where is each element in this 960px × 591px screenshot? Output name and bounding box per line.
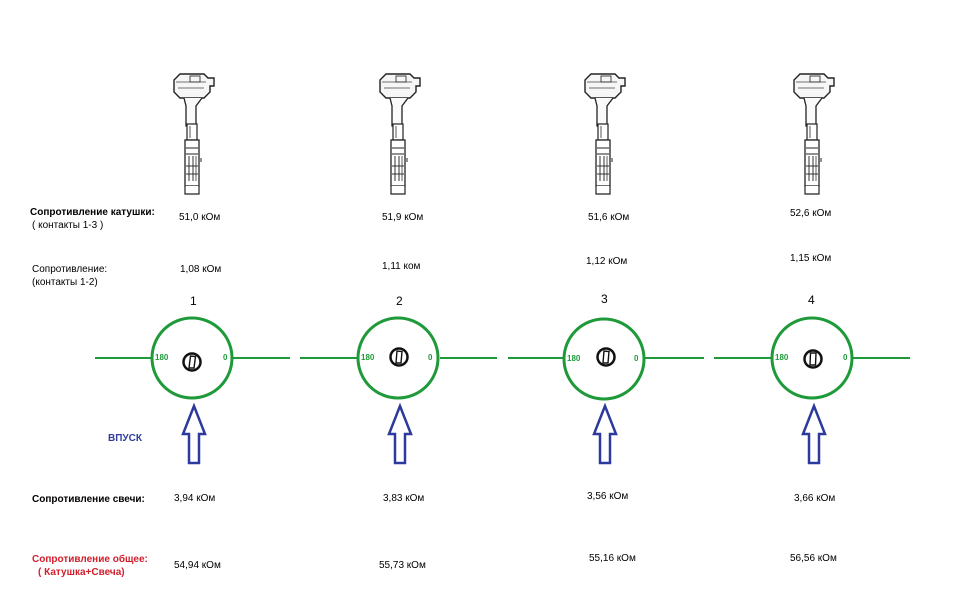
plug-value: 3,66 кОм	[794, 493, 836, 504]
coil-12-value: 1,12 кОм	[586, 256, 628, 267]
mark-180: 180	[361, 353, 375, 362]
cylinder-1-diagram	[150, 316, 234, 400]
valve-disc	[803, 349, 823, 369]
mark-180: 180	[155, 353, 169, 362]
plug-value: 3,56 кОм	[587, 491, 629, 502]
intake-arrow-icon	[181, 402, 207, 465]
cylinder-2-diagram	[356, 316, 440, 400]
cylinder-circle	[356, 316, 440, 400]
coil-contacts-label: ( контакты 1-3 )	[32, 220, 104, 231]
plug-value: 3,83 кОм	[383, 493, 425, 504]
coil-13-value: 52,6 кОм	[790, 208, 832, 219]
valve-disc	[182, 352, 202, 372]
total-value: 55,16 кОм	[589, 553, 636, 564]
cylinder-circle	[770, 316, 854, 400]
total-value: 54,94 кОм	[174, 560, 221, 571]
mark-0: 0	[428, 353, 433, 362]
plug-value: 3,94 кОм	[174, 493, 216, 504]
total-value: 56,56 кОм	[790, 553, 837, 564]
valve-disc	[596, 347, 616, 367]
ignition-coil-3-image	[584, 73, 626, 195]
cylinder-number: 2	[396, 294, 403, 308]
intake-arrow-icon	[801, 402, 827, 465]
cylinder-circle	[562, 317, 646, 401]
cylinder-4-diagram	[770, 316, 854, 400]
plug-resistance-label: Сопротивление свечи:	[32, 494, 145, 505]
ignition-coil-4-image	[793, 73, 835, 195]
coil-12-value: 1,11 ком	[382, 261, 421, 272]
mark-180: 180	[567, 354, 581, 363]
mark-180: 180	[775, 353, 789, 362]
intake-label: ВПУСК	[108, 433, 142, 444]
valve-disc	[389, 347, 409, 367]
coil-13-value: 51,6 кОм	[588, 212, 630, 223]
mark-0: 0	[634, 354, 639, 363]
cylinder-circle	[150, 316, 234, 400]
intake-arrow-icon	[592, 402, 618, 465]
coil-12-value: 1,08 кОм	[180, 264, 222, 275]
resistance-contacts-label: (контакты 1-2)	[32, 277, 98, 288]
cylinder-number: 1	[190, 294, 197, 308]
total-value: 55,73 кОм	[379, 560, 426, 571]
intake-arrow-icon	[387, 402, 413, 465]
ignition-coil-1-image	[173, 73, 215, 195]
total-resistance-label: Сопротивление общее:	[32, 554, 148, 565]
total-note-label: ( Катушка+Свеча)	[38, 567, 125, 578]
cylinder-number: 4	[808, 293, 815, 307]
mark-0: 0	[223, 353, 228, 362]
ignition-coil-2-image	[379, 73, 421, 195]
coil-resistance-label: Сопротивление катушки:	[30, 207, 155, 218]
resistance-label: Сопротивление:	[32, 264, 108, 275]
cylinder-number: 3	[601, 292, 608, 306]
coil-13-value: 51,0 кОм	[179, 212, 221, 223]
mark-0: 0	[843, 353, 848, 362]
coil-13-value: 51,9 кОм	[382, 212, 424, 223]
coil-12-value: 1,15 кОм	[790, 253, 832, 264]
cylinder-3-diagram	[562, 317, 646, 401]
